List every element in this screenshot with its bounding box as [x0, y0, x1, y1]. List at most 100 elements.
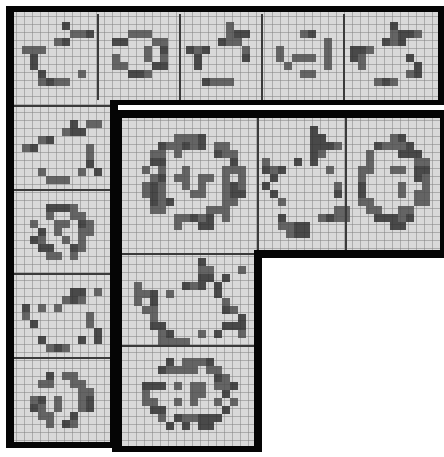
filled-cell	[46, 420, 54, 428]
filled-cell	[158, 190, 166, 198]
filled-cell	[398, 214, 406, 222]
filled-cell	[158, 150, 166, 158]
filled-cell	[284, 62, 292, 70]
filled-cell	[262, 158, 270, 166]
filled-cell	[70, 120, 78, 128]
filled-cell	[38, 396, 46, 404]
filled-cell	[78, 396, 86, 404]
filled-cell	[158, 414, 166, 422]
filled-cell	[182, 166, 190, 174]
filled-cell	[238, 166, 246, 174]
filled-cell	[324, 38, 332, 46]
filled-cell	[242, 46, 250, 54]
filled-cell	[222, 182, 230, 190]
filled-cell	[86, 312, 94, 320]
filled-cell	[206, 222, 214, 230]
filled-cell	[308, 70, 316, 78]
filled-cell	[222, 214, 230, 222]
filled-cell	[30, 404, 38, 412]
filled-cell	[54, 78, 62, 86]
filled-cell	[398, 142, 406, 150]
filled-cell	[86, 404, 94, 412]
filled-cell	[22, 46, 30, 54]
filled-cell	[86, 228, 94, 236]
filled-cell	[414, 30, 422, 38]
filled-cell	[194, 54, 202, 62]
filled-cell	[174, 222, 182, 230]
filled-cell	[202, 78, 210, 86]
filled-cell	[390, 134, 398, 142]
filled-cell	[30, 396, 38, 404]
filled-cell	[70, 244, 78, 252]
filled-cell	[62, 38, 70, 46]
filled-cell	[160, 62, 168, 70]
filled-cell	[422, 166, 430, 174]
filled-cell	[94, 328, 102, 336]
filled-cell	[86, 388, 94, 396]
filled-cell	[190, 282, 198, 290]
filled-cell	[382, 214, 390, 222]
filled-cell	[46, 136, 54, 144]
filled-cell	[326, 166, 334, 174]
filled-cell	[144, 54, 152, 62]
filled-cell	[326, 142, 334, 150]
filled-cell	[30, 62, 38, 70]
filled-cell	[158, 182, 166, 190]
filled-cell	[278, 222, 286, 230]
filled-cell	[62, 220, 70, 228]
filled-cell	[78, 296, 86, 304]
filled-cell	[86, 396, 94, 404]
filled-cell	[366, 198, 374, 206]
filled-cell	[182, 134, 190, 142]
filled-cell	[198, 174, 206, 182]
filled-cell	[160, 54, 168, 62]
filled-cell	[222, 322, 230, 330]
filled-cell	[30, 220, 38, 228]
filled-cell	[390, 166, 398, 174]
filled-cell	[62, 296, 70, 304]
filled-cell	[112, 38, 120, 46]
filled-cell	[398, 38, 406, 46]
filled-cell	[302, 222, 310, 230]
filled-cell	[190, 414, 198, 422]
filled-cell	[78, 212, 86, 220]
filled-cell	[366, 206, 374, 214]
filled-cell	[422, 198, 430, 206]
filled-cell	[190, 142, 198, 150]
filled-cell	[150, 206, 158, 214]
filled-cell	[414, 70, 422, 78]
filled-cell	[310, 134, 318, 142]
filled-cell	[234, 30, 242, 38]
filled-cell	[276, 54, 284, 62]
filled-cell	[78, 168, 86, 176]
filled-cell	[54, 176, 62, 184]
filled-cell	[214, 282, 222, 290]
filled-cell	[128, 70, 136, 78]
filled-cell	[194, 46, 202, 54]
filled-cell	[62, 78, 70, 86]
filled-cell	[198, 274, 206, 282]
filled-cell	[214, 206, 222, 214]
filled-cell	[46, 176, 54, 184]
filled-cell	[262, 182, 270, 190]
filled-cell	[78, 336, 86, 344]
filled-cell	[398, 134, 406, 142]
filled-cell	[38, 380, 46, 388]
filled-cell	[158, 166, 166, 174]
filled-cell	[70, 252, 78, 260]
filled-cell	[30, 320, 38, 328]
filled-cell	[182, 422, 190, 430]
filled-cell	[86, 152, 94, 160]
filled-cell	[390, 214, 398, 222]
filled-cell	[62, 420, 70, 428]
filled-cell	[374, 78, 382, 86]
filled-cell	[414, 158, 422, 166]
filled-cell	[390, 142, 398, 150]
filled-cell	[78, 30, 86, 38]
filled-cell	[94, 120, 102, 128]
filled-cell	[190, 358, 198, 366]
filled-cell	[158, 338, 166, 346]
filled-cell	[150, 198, 158, 206]
